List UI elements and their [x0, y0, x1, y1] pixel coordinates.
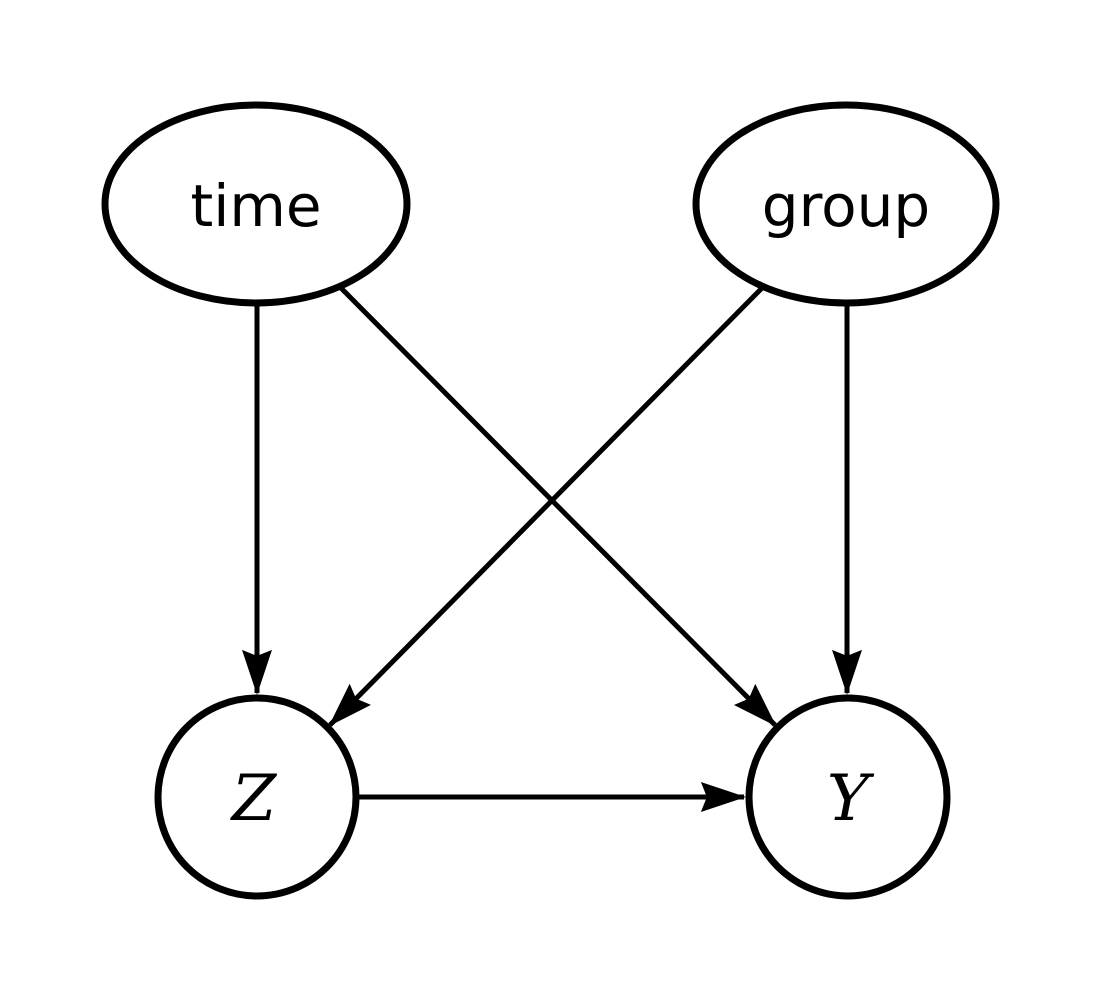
node-z-shape [154, 694, 360, 900]
node-time-label: time [190, 172, 321, 240]
node-y-label: Y [827, 762, 875, 836]
node-z-label: Z [230, 762, 278, 836]
node-time-shape [101, 101, 411, 307]
node-group-label: group [762, 172, 930, 240]
node-y-shape [745, 694, 951, 900]
edge-time-to-y [339, 286, 777, 727]
node-group-shape [692, 101, 1000, 307]
edge-group-to-z [328, 286, 764, 727]
